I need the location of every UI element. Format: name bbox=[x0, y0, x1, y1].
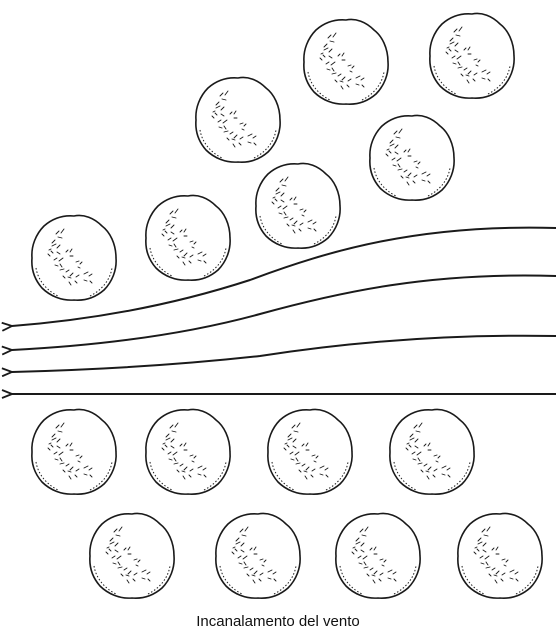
tree-canopy-icon bbox=[32, 215, 116, 300]
tree-canopy-icon bbox=[458, 513, 542, 598]
tree-canopy-icon bbox=[146, 195, 230, 280]
tree-canopy-icon bbox=[336, 513, 420, 598]
wind-arrow-icon bbox=[12, 336, 556, 372]
tree-canopy-icon bbox=[196, 77, 280, 162]
diagram-caption: Incanalamento del vento bbox=[0, 613, 556, 630]
tree-group-bottom bbox=[32, 409, 542, 598]
tree-canopy-icon bbox=[90, 513, 174, 598]
tree-canopy-icon bbox=[430, 13, 514, 98]
tree-canopy-icon bbox=[268, 409, 352, 494]
tree-canopy-icon bbox=[256, 163, 340, 248]
tree-canopy-icon bbox=[216, 513, 300, 598]
tree-group-top bbox=[32, 13, 514, 300]
tree-canopy-icon bbox=[370, 115, 454, 200]
tree-canopy-icon bbox=[390, 409, 474, 494]
tree-canopy-icon bbox=[146, 409, 230, 494]
tree-canopy-icon bbox=[32, 409, 116, 494]
tree-canopy-icon bbox=[304, 19, 388, 104]
